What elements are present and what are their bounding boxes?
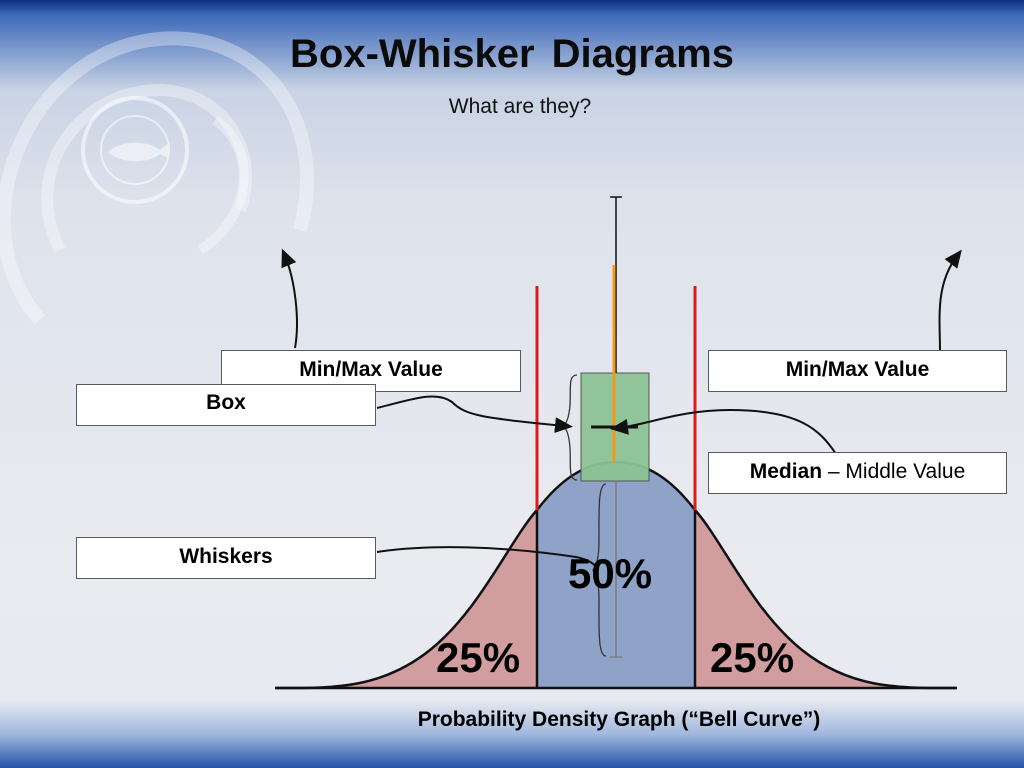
median-bold-text: Median (749, 460, 823, 483)
median-rest-text: – Middle Value (822, 460, 966, 483)
whiskers-label-text: Whiskers (179, 545, 273, 568)
bell-curve-caption: Probability Density Graph (“Bell Curve”) (417, 708, 821, 731)
max-arrow-right (938, 249, 962, 351)
box-label-text: Box (206, 391, 246, 414)
minmax-right-text: Min/Max Value (785, 358, 930, 381)
center-percent: 50% (568, 550, 653, 597)
minmax-label-right: Min/Max Value (708, 350, 1007, 392)
whiskers-connector (376, 546, 599, 571)
left-tail-region (275, 510, 537, 689)
fish-icon (108, 142, 170, 162)
box-label: Box (76, 384, 376, 426)
whiskers-label: Whiskers (76, 537, 376, 579)
minmax-left-text: Min/Max Value (299, 358, 443, 381)
slide-title: Box-Whisker Diagrams (290, 32, 734, 76)
whisker-brace (592, 483, 607, 657)
swirl-arc-middle (41, 83, 253, 253)
box-brace (561, 374, 578, 481)
slide-subtitle: What are they? (448, 95, 592, 118)
box-connector (376, 395, 573, 434)
min-arrow-left (281, 248, 298, 349)
right-tail-region (695, 510, 957, 689)
median-connector (610, 408, 837, 455)
right-tail-percent: 25% (710, 634, 795, 681)
swirl-arc-outer (0, 31, 314, 325)
swirl-arc-inner (197, 115, 249, 255)
county-seal-watermark (81, 96, 189, 204)
median-label: Median – Middle Value (708, 452, 1007, 494)
left-tail-percent: 25% (436, 634, 521, 681)
